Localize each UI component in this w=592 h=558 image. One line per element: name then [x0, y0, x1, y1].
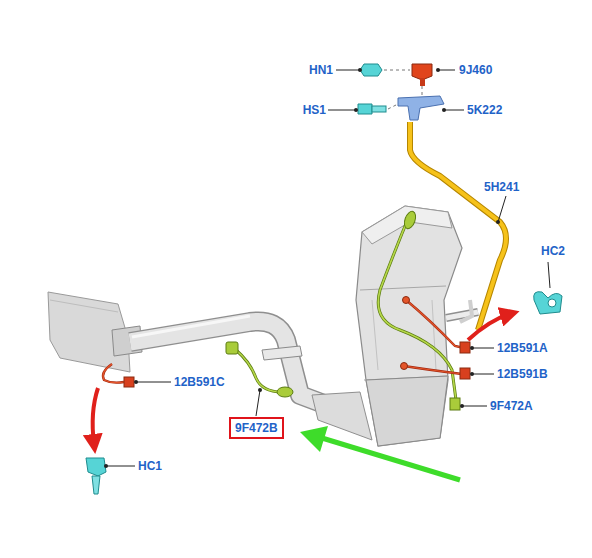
clip	[534, 292, 562, 314]
callout-number: HC1	[137, 459, 163, 473]
temperature-sensor	[103, 364, 124, 383]
temperature-sensor	[406, 300, 464, 348]
pipe	[130, 321, 340, 410]
temperature-sensor	[404, 366, 462, 374]
screw	[358, 104, 372, 114]
sensor-bracket	[398, 96, 444, 120]
clip	[86, 458, 106, 494]
callout-number: 12B591C	[173, 375, 226, 389]
callout-number: 5H241	[483, 180, 520, 194]
callout-number: HN1	[308, 63, 334, 77]
red-arrow	[93, 388, 98, 444]
nut	[360, 64, 382, 76]
green-arrow	[322, 438, 460, 480]
leader-lines	[106, 70, 550, 466]
catalytic-converter	[356, 206, 462, 446]
callout-number: 9F472B	[235, 421, 278, 435]
callout-number: 12B591B	[496, 367, 549, 381]
highlight-box: 9F472B	[229, 417, 284, 439]
hanger	[262, 346, 302, 360]
pressure-sensor	[412, 64, 432, 80]
red-arrow	[468, 314, 510, 340]
callout-number: 12B591A	[496, 341, 549, 355]
sensor-wire	[236, 350, 282, 392]
pressure-hose	[410, 122, 506, 330]
callout-number: 5K222	[466, 103, 503, 117]
callout-number: 9J460	[458, 63, 493, 77]
callout-number: HC2	[540, 244, 566, 258]
callout-number: HS1	[302, 103, 327, 117]
callout-number: 9F472A	[489, 399, 534, 413]
